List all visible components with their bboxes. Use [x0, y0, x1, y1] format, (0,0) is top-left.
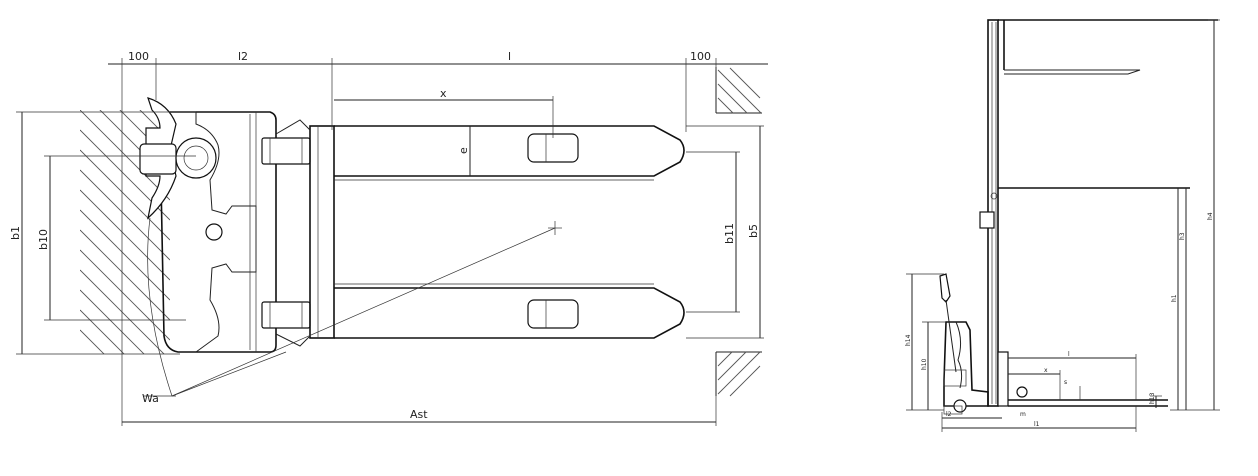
side-view-dimensions [906, 19, 1220, 432]
dim-label-wa: Wa [142, 392, 159, 405]
dim-label-l2: l2 [238, 50, 248, 63]
side-label-m: m [1020, 411, 1026, 418]
side-label-h14: h14 [905, 334, 912, 346]
side-label-l2: l2 [946, 411, 952, 418]
side-label-s: s [1064, 379, 1067, 386]
top-view-truck-body [139, 97, 335, 353]
dim-label-100-right: 100 [690, 50, 711, 63]
dim-label-x: x [440, 87, 447, 100]
side-label-h3: h3 [1179, 232, 1186, 240]
side-view: h4 h3 h1 l x s h13 h14 h10 l2 m l1 [905, 19, 1220, 432]
side-view-truck-body [939, 273, 1168, 415]
side-view-mast [979, 19, 1218, 407]
top-view-aisle-walls [715, 67, 762, 397]
top-view-forks [334, 125, 685, 339]
side-label-l1: l1 [1034, 421, 1040, 428]
side-label-h13: h13 [1149, 392, 1156, 404]
dim-label-ast: Ast [410, 408, 428, 421]
dim-label-b10: b10 [37, 229, 50, 250]
top-view-turning-radius [147, 217, 562, 397]
dim-label-l: l [508, 50, 511, 63]
dim-label-b11: b11 [723, 223, 736, 244]
load-wheel-icon [527, 133, 579, 163]
side-label-h4: h4 [1207, 212, 1214, 220]
top-view-dimensions [16, 58, 768, 426]
dim-label-b5: b5 [747, 224, 760, 238]
top-view-hatched-wall [80, 110, 170, 354]
dim-label-e: e [457, 147, 470, 154]
load-wheel-icon [527, 299, 579, 329]
dim-label-100-left: 100 [128, 50, 149, 63]
side-label-h10: h10 [921, 358, 928, 370]
side-label-h1: h1 [1171, 294, 1178, 302]
dim-label-b1: b1 [9, 226, 22, 240]
side-label-l: l [1068, 351, 1070, 358]
side-tiller-icon [939, 273, 951, 303]
side-label-x: x [1044, 367, 1048, 374]
top-view: 100 l2 l 100 x e b1 b10 b11 b5 Wa Ast [9, 50, 768, 426]
